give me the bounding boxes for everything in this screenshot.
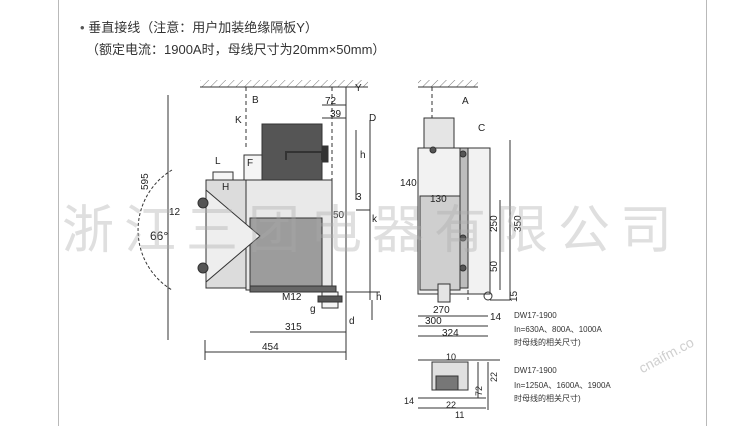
dim-315: 315 bbox=[285, 322, 302, 333]
note1-model: DW17-1900 bbox=[514, 311, 557, 320]
front-view-labels: A C 140 130 250 350 50 15 270 300 324 14 bbox=[400, 96, 524, 339]
label-h-upper: h bbox=[360, 150, 366, 161]
dim-72-detail: 72 bbox=[474, 386, 484, 396]
dim-324: 324 bbox=[442, 328, 459, 339]
side-view-drawing bbox=[137, 80, 380, 360]
side-view-labels: K B Y L F H D h k d g h 72 39 595 3 50 3… bbox=[140, 83, 382, 353]
dim-66-deg: 66° bbox=[150, 229, 168, 243]
dim-300: 300 bbox=[425, 316, 442, 327]
header-line-2: （额定电流：1900A时，母线尺寸为20mm×50mm） bbox=[86, 42, 386, 57]
dim-50: 50 bbox=[333, 210, 345, 221]
bullet-icon: • bbox=[80, 20, 85, 35]
dim-10: 10 bbox=[446, 352, 456, 362]
label-g: g bbox=[310, 304, 316, 315]
label-C: C bbox=[478, 123, 485, 134]
label-H: H bbox=[222, 182, 229, 193]
dim-454: 454 bbox=[262, 342, 279, 353]
dim-595: 595 bbox=[140, 173, 151, 190]
dim-11: 11 bbox=[455, 410, 464, 420]
dim-270: 270 bbox=[433, 305, 450, 316]
dim-3: 3 bbox=[356, 192, 362, 203]
dim-phi14: 14 bbox=[490, 312, 502, 323]
label-L: L bbox=[215, 156, 221, 167]
company-watermark: 浙江三团电器有限公司 bbox=[62, 201, 683, 261]
dim-39: 39 bbox=[330, 109, 342, 120]
note2-line2: 时母线的相关尺寸) bbox=[514, 393, 581, 403]
frame-line-left bbox=[58, 0, 59, 426]
note-2: DW17-1900 In=1250A、1600A、1900A 时母线的相关尺寸) bbox=[514, 366, 611, 403]
label-d: d bbox=[349, 316, 355, 327]
dim-phi14-detail: 14 bbox=[404, 396, 414, 406]
note1-line1: In=630A、800A、1000A bbox=[514, 325, 603, 334]
label-K: K bbox=[235, 115, 242, 126]
dim-140: 140 bbox=[400, 178, 417, 189]
label-Y: Y bbox=[355, 83, 362, 94]
label-D: D bbox=[369, 113, 376, 124]
dim-22-bottom: 22 bbox=[446, 400, 456, 410]
dim-15: 15 bbox=[509, 290, 520, 302]
label-F: F bbox=[247, 158, 253, 169]
dim-phi12: 12 bbox=[169, 207, 181, 218]
detail-labels: 10 72 22 22 14 11 bbox=[404, 352, 499, 420]
front-view-drawing bbox=[417, 80, 511, 337]
note2-line1: In=1250A、1600A、1900A bbox=[514, 381, 611, 390]
frame-line-right bbox=[706, 0, 707, 426]
header-title: 垂直接线（注意：用户加装绝缘隔板Y） bbox=[88, 20, 318, 35]
label-k: k bbox=[372, 214, 378, 225]
dim-M12: M12 bbox=[282, 292, 302, 303]
dim-250: 250 bbox=[489, 215, 500, 232]
note2-model: DW17-1900 bbox=[514, 366, 557, 375]
label-h-lower: h bbox=[376, 292, 382, 303]
dim-130: 130 bbox=[430, 194, 447, 205]
note1-line2: 时母线的相关尺寸) bbox=[514, 337, 581, 347]
detail-drawing bbox=[418, 359, 500, 410]
dim-350: 350 bbox=[513, 215, 524, 232]
header-line-1: • 垂直接线（注意：用户加装绝缘隔板Y） bbox=[80, 17, 318, 36]
dim-72: 72 bbox=[325, 96, 337, 107]
label-B: B bbox=[252, 95, 259, 106]
note-1: DW17-1900 In=630A、800A、1000A 时母线的相关尺寸) bbox=[514, 311, 603, 347]
label-A: A bbox=[462, 96, 469, 107]
dim-22-right: 22 bbox=[489, 372, 499, 382]
dim-50-front: 50 bbox=[489, 260, 500, 272]
